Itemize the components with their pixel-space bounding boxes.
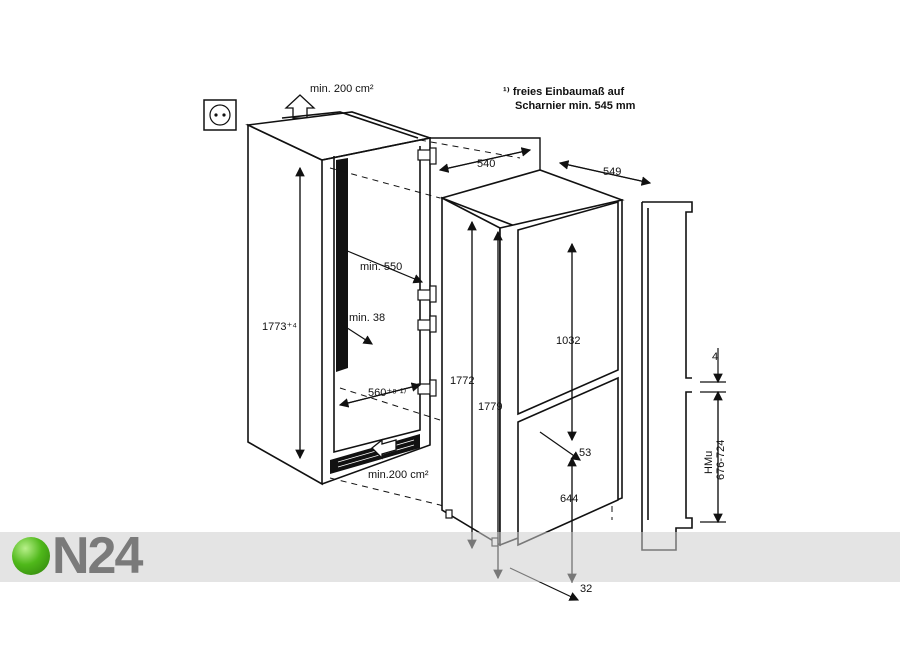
side-profile: [641, 201, 693, 551]
dim-560: 560⁺⁸ ¹⁾: [368, 387, 407, 399]
dim-32: 32: [580, 583, 592, 595]
niche-door-panel: [430, 137, 541, 170]
dim-1779: 1779: [478, 401, 502, 413]
dimension-lines: [295, 147, 726, 601]
vent-bottom-label: min.200 cm²: [368, 469, 429, 481]
dim-644: 644: [560, 493, 578, 505]
vent-top-arrow-icon: [284, 94, 316, 119]
power-socket-icon: [203, 99, 237, 131]
dim-hmu-line2: 676-724: [715, 440, 727, 480]
logo-ball-icon: [12, 537, 50, 575]
niche-cabinet: [245, 111, 434, 486]
niche-side-strip: [336, 158, 348, 372]
vent-bottom-arrow-icon: [371, 438, 397, 460]
fridge-body: [439, 169, 625, 547]
watermark-band: [0, 532, 900, 582]
dim-4: 4: [712, 351, 718, 363]
dim-53: 53: [579, 447, 591, 459]
dim-min-38: min. 38: [349, 312, 385, 324]
dim-1772: 1772: [450, 375, 474, 387]
dim-540: 540: [477, 158, 495, 170]
dim-1773: 1773⁺⁴: [262, 321, 297, 333]
dim-549: 549: [603, 166, 621, 178]
footnote-line-1: ¹⁾ freies Einbaumaß auf: [503, 86, 624, 98]
vent-top-label: min. 200 cm²: [310, 83, 374, 95]
logo-text: N24: [52, 527, 143, 585]
footnote-line-2: Scharnier min. 545 mm: [515, 100, 636, 112]
dim-1032: 1032: [556, 335, 580, 347]
dim-hmu-line1: HMu: [703, 451, 715, 474]
dim-min-550: min. 550: [360, 261, 402, 273]
